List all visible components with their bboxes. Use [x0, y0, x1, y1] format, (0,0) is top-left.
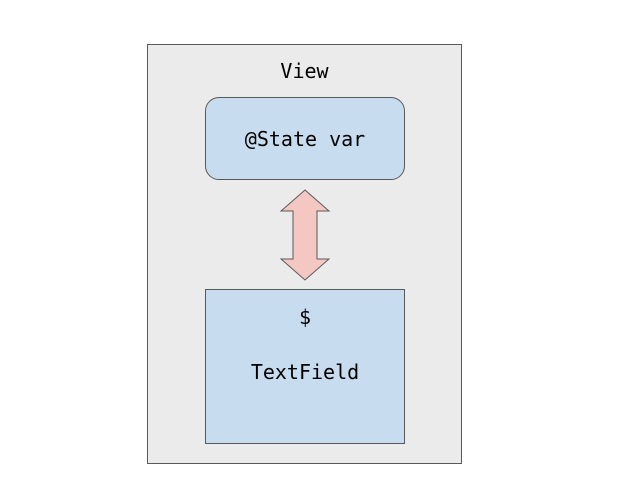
view-title: View [280, 59, 329, 83]
double-headed-arrow-icon [280, 189, 330, 281]
textfield-label: TextField [250, 360, 360, 384]
state-var-label: @State var [244, 126, 366, 151]
textfield-box: $ TextField [205, 289, 405, 444]
binding-symbol: $ [298, 305, 312, 329]
state-var-box: @State var [205, 97, 405, 180]
arrow-shape [280, 189, 330, 281]
